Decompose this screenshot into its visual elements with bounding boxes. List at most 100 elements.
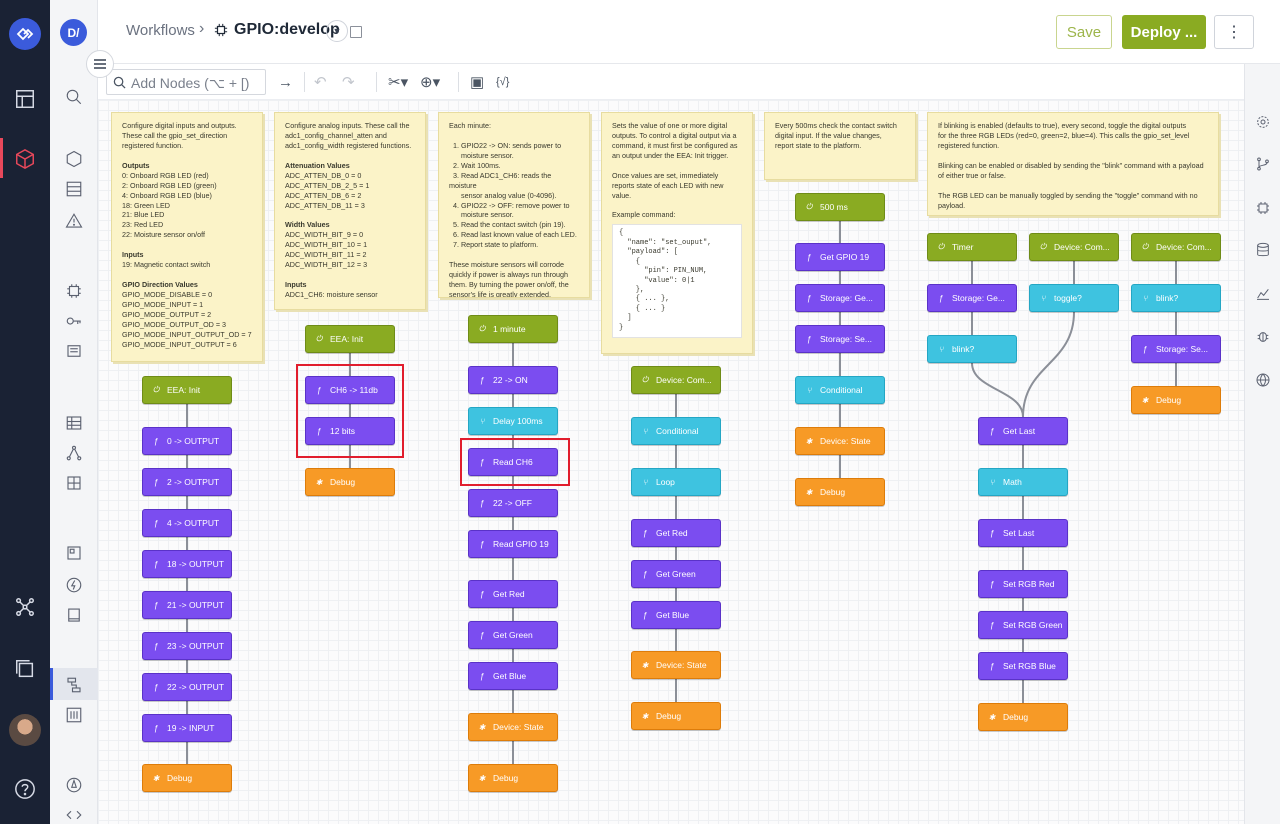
sidebar-item-workflows-selected[interactable]	[50, 668, 98, 700]
chip-icon[interactable]	[63, 280, 85, 302]
workflow-node-c6-8[interactable]: ✱Debug	[1131, 386, 1221, 414]
redo-icon[interactable]: ↷	[342, 74, 355, 91]
workflow-node-c5-0[interactable]: ⏻500 ms	[795, 193, 885, 221]
branch-icon[interactable]	[1253, 154, 1273, 174]
chip-icon[interactable]	[1253, 198, 1273, 218]
workflow-node-c3-2[interactable]: ⑂Delay 100ms	[468, 407, 558, 435]
devices-icon[interactable]	[63, 148, 85, 170]
database-icon[interactable]	[1253, 240, 1273, 260]
workflow-node-c5-6[interactable]: ✱Debug	[795, 478, 885, 506]
undo-icon[interactable]: ↶	[314, 74, 327, 91]
workflow-node-c3-9[interactable]: ✱Device: State	[468, 713, 558, 741]
add-nodes-input[interactable]: Add Nodes (⌥ + [)	[106, 69, 266, 95]
workflow-node-c6-6[interactable]: ⑂blink?	[927, 335, 1017, 363]
workflow-icon[interactable]	[63, 674, 85, 696]
workflow-node-c6-2[interactable]: ⏻Device: Com...	[1131, 233, 1221, 261]
comment-icon[interactable]: ▣	[470, 74, 485, 91]
save-button[interactable]: Save	[1056, 15, 1112, 49]
book-icon[interactable]	[63, 604, 85, 626]
chart-icon[interactable]	[1253, 284, 1273, 304]
workflow-node-c6-1[interactable]: ⏻Device: Com...	[1029, 233, 1119, 261]
deploy-button[interactable]: Deploy ...	[1122, 15, 1206, 49]
experience-icon[interactable]	[63, 542, 85, 564]
network-icon[interactable]	[10, 592, 40, 622]
workflow-node-c2-0[interactable]: ⏻EEA: Init	[305, 325, 395, 353]
workflow-node-c4-0[interactable]: ⏻Device: Com...	[631, 366, 721, 394]
zoom-icon[interactable]: ⊕▾	[420, 74, 441, 91]
key-icon[interactable]	[63, 310, 85, 332]
workflow-node-c3-10[interactable]: ✱Debug	[468, 764, 558, 792]
menu-toggle-button[interactable]	[86, 50, 114, 78]
note-gpio-config[interactable]: Configure digital inputs and outputs.The…	[111, 112, 263, 362]
help-icon[interactable]	[10, 774, 40, 804]
workflow-node-c4-6[interactable]: ✱Device: State	[631, 651, 721, 679]
gear-icon[interactable]	[1253, 112, 1273, 132]
brand-logo-icon[interactable]	[9, 18, 41, 50]
more-options-button[interactable]: ⋮	[1214, 15, 1254, 49]
workflow-node-c6-15[interactable]: ✱Debug	[978, 703, 1068, 731]
search-icon[interactable]	[63, 86, 85, 108]
news-icon[interactable]	[63, 340, 85, 362]
workflow-node-c5-5[interactable]: ✱Device: State	[795, 427, 885, 455]
scissors-icon[interactable]: ✂▾	[388, 74, 409, 91]
compass-icon[interactable]	[63, 774, 85, 796]
workflow-node-c4-1[interactable]: ⑂Conditional	[631, 417, 721, 445]
alert-icon[interactable]	[63, 210, 85, 232]
note-moisture-cycle[interactable]: Each minute: 1. GPIO22 -> ON: sends powe…	[438, 112, 590, 298]
table-icon[interactable]	[63, 412, 85, 434]
variables-icon[interactable]: {√}	[496, 76, 510, 88]
globe-icon[interactable]	[1253, 370, 1273, 390]
workflow-node-c6-0[interactable]: ⏻Timer	[927, 233, 1017, 261]
dashboard-icon[interactable]	[10, 84, 40, 114]
workflow-node-c2-3[interactable]: ✱Debug	[305, 468, 395, 496]
breadcrumb-workflows[interactable]: Workflows	[126, 22, 195, 39]
arrow-right-icon[interactable]: →	[278, 73, 293, 91]
groups-icon[interactable]	[63, 178, 85, 200]
workflow-node-c4-7[interactable]: ✱Debug	[631, 702, 721, 730]
cube-icon[interactable]	[10, 144, 40, 174]
workflow-node-c5-4[interactable]: ⑂Conditional	[795, 376, 885, 404]
workflow-node-c1-9[interactable]: ✱Debug	[142, 764, 232, 792]
graph-icon[interactable]	[63, 442, 85, 464]
puzzle-icon[interactable]	[63, 472, 85, 494]
sliders-icon[interactable]	[63, 704, 85, 726]
bug-icon[interactable]	[1253, 326, 1273, 346]
workflow-node-c6-5[interactable]: ⑂blink?	[1131, 284, 1221, 312]
workflow-node-c4-2[interactable]: ⑂Loop	[631, 468, 721, 496]
workflow-node-c6-4[interactable]: ⑂toggle?	[1029, 284, 1119, 312]
workflow-version-dropdown[interactable]: ▼	[326, 20, 348, 42]
workflow-node-c6-10[interactable]: ⑂Math	[978, 468, 1068, 496]
code-icon[interactable]	[63, 804, 85, 824]
user-avatar[interactable]	[9, 714, 41, 746]
workflow-node-c3-0[interactable]: ⏻1 minute	[468, 315, 558, 343]
